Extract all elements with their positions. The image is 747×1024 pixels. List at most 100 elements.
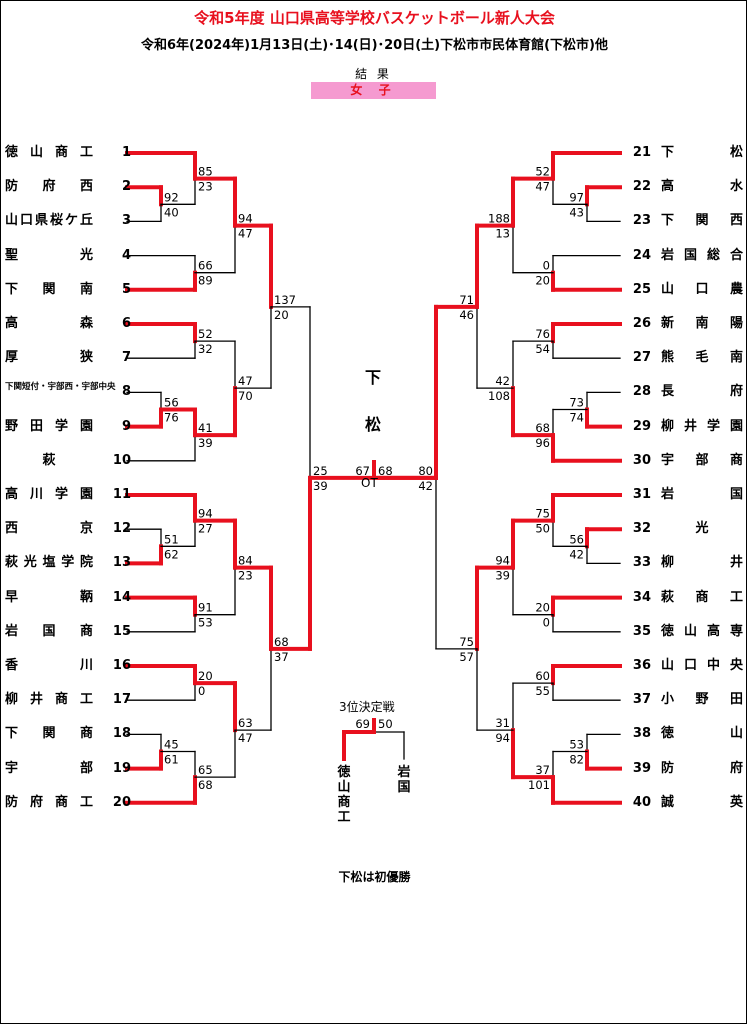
overtime-label: OT [361, 476, 378, 490]
score-label: 70 [238, 389, 253, 403]
score-label: 55 [535, 684, 550, 698]
score-label: 84 [238, 554, 253, 568]
score-label: 42 [569, 547, 584, 561]
score-label: 0 [543, 259, 550, 273]
score-label: 82 [569, 753, 584, 767]
team-21[interactable]: 下松 21 [621, 141, 746, 165]
score-label: 137 [274, 293, 296, 307]
team-name: 山口県桜ケ丘 [5, 213, 93, 229]
team-number: 27 [632, 350, 651, 366]
champion-name-char-2: 松 [364, 415, 381, 434]
score-label: 56 [569, 532, 584, 546]
third-place-left-team[interactable]: 徳山商工 [337, 765, 351, 825]
team-26[interactable]: 新南陽 26 [621, 312, 746, 336]
score-label: 0 [198, 684, 205, 698]
team-number: 24 [632, 247, 651, 263]
team-number: 11 [112, 487, 131, 502]
team-name: 新南陽 [661, 316, 743, 331]
score-label: 101 [528, 778, 550, 792]
score-label: 41 [198, 421, 213, 435]
team-number: 31 [632, 487, 651, 502]
team-name: 防府西 [5, 179, 93, 195]
team-13[interactable]: 萩光塩学院 13 [5, 551, 131, 575]
team-number: 21 [632, 145, 651, 160]
team-name: 早鞆 [5, 589, 93, 605]
score-label: 68 [535, 421, 550, 435]
team-name: 徳山 [661, 726, 743, 742]
score-label: 54 [535, 342, 550, 356]
page-subtitle: 令和6年(2024年)1月13日(土)･14(日)･20日(土)下松市市民体育館… [141, 38, 608, 53]
score-label: 53 [569, 738, 584, 752]
score-label: 47 [238, 374, 253, 388]
team-27[interactable]: 熊毛南 27 [621, 346, 746, 370]
score-label: 23 [198, 180, 213, 194]
third-place-right-team[interactable]: 岩国 [397, 765, 411, 795]
team-name: 柳井学園 [661, 418, 743, 434]
score-label: 47 [535, 180, 550, 194]
score-label: 74 [569, 411, 584, 425]
team-number: 20 [112, 794, 131, 810]
team-name: 山口農 [661, 281, 743, 297]
team-name: 下関西 [661, 213, 743, 229]
team-name: 萩光塩学院 [5, 555, 93, 571]
score-label: 52 [535, 165, 550, 179]
team-name: 光 [695, 521, 709, 537]
team-number: 26 [632, 316, 651, 331]
team-number: 9 [121, 418, 131, 434]
team-number: 13 [112, 555, 131, 571]
third-place-title: 3位決定戦 [339, 700, 395, 714]
score-label: 62 [164, 547, 179, 561]
team-name: 熊毛南 [661, 350, 743, 366]
team-29[interactable]: 柳井学園 29 [621, 415, 746, 439]
score-label: 67 [355, 464, 370, 478]
score-label: 0 [543, 616, 550, 630]
score-label: 32 [198, 342, 213, 356]
team-number: 29 [632, 418, 651, 434]
team-number: 34 [632, 589, 651, 605]
team-name: 西京 [5, 521, 93, 537]
score-label: 56 [164, 396, 179, 410]
team-name: 宇部 [5, 760, 93, 776]
team-number: 36 [632, 658, 651, 673]
team-name: 宇部商 [661, 452, 743, 468]
score-label: 108 [488, 389, 510, 403]
team-number: 7 [121, 350, 131, 366]
team-name: 下松 [661, 145, 743, 160]
team-name: 誠英 [661, 794, 743, 810]
